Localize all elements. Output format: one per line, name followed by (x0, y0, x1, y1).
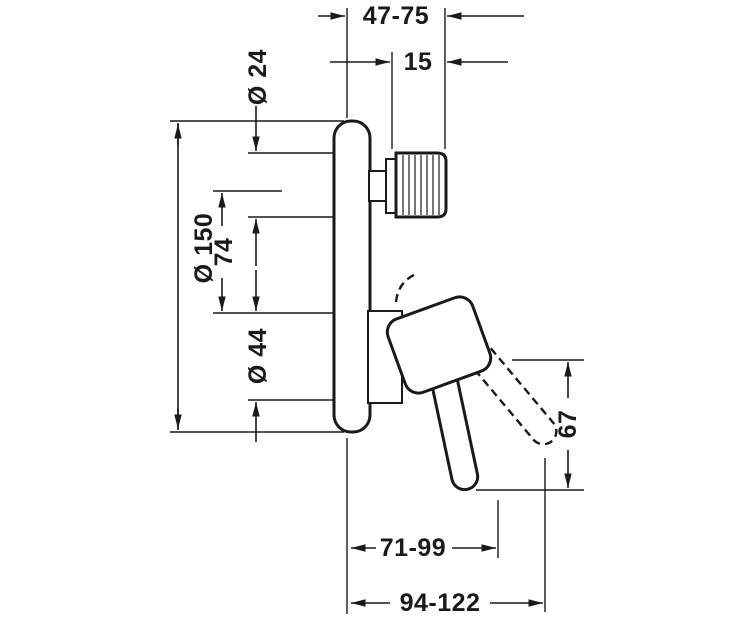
extension-lines (170, 8, 584, 614)
rotation-arc (394, 272, 417, 303)
dim-label-knob-width: 15 (404, 48, 433, 76)
dim-label-depth-top: 47-75 (363, 2, 429, 30)
dim-label-lever-length: 67 (554, 410, 582, 439)
dimension-lines (174, 12, 572, 607)
dim-label-knob-diameter: Ø 24 (244, 49, 272, 105)
escutcheon-plate (332, 119, 372, 434)
knob-neck (368, 170, 388, 202)
mixer-parts (332, 119, 493, 492)
dimension-labels: 47-75 15 Ø 24 Ø 150 74 Ø 44 67 71-99 94-… (190, 2, 582, 617)
dim-label-axis-distance: 74 (210, 238, 238, 267)
dim-label-plate-diameter: Ø 150 (190, 213, 218, 284)
knob-knurling (402, 155, 440, 215)
mixer-body (385, 295, 493, 395)
dim-label-sleeve-diameter: Ø 44 (244, 328, 272, 384)
dim-label-depth-bottom-outer: 94-122 (400, 589, 481, 617)
dim-label-depth-bottom-inner: 71-99 (380, 534, 446, 562)
